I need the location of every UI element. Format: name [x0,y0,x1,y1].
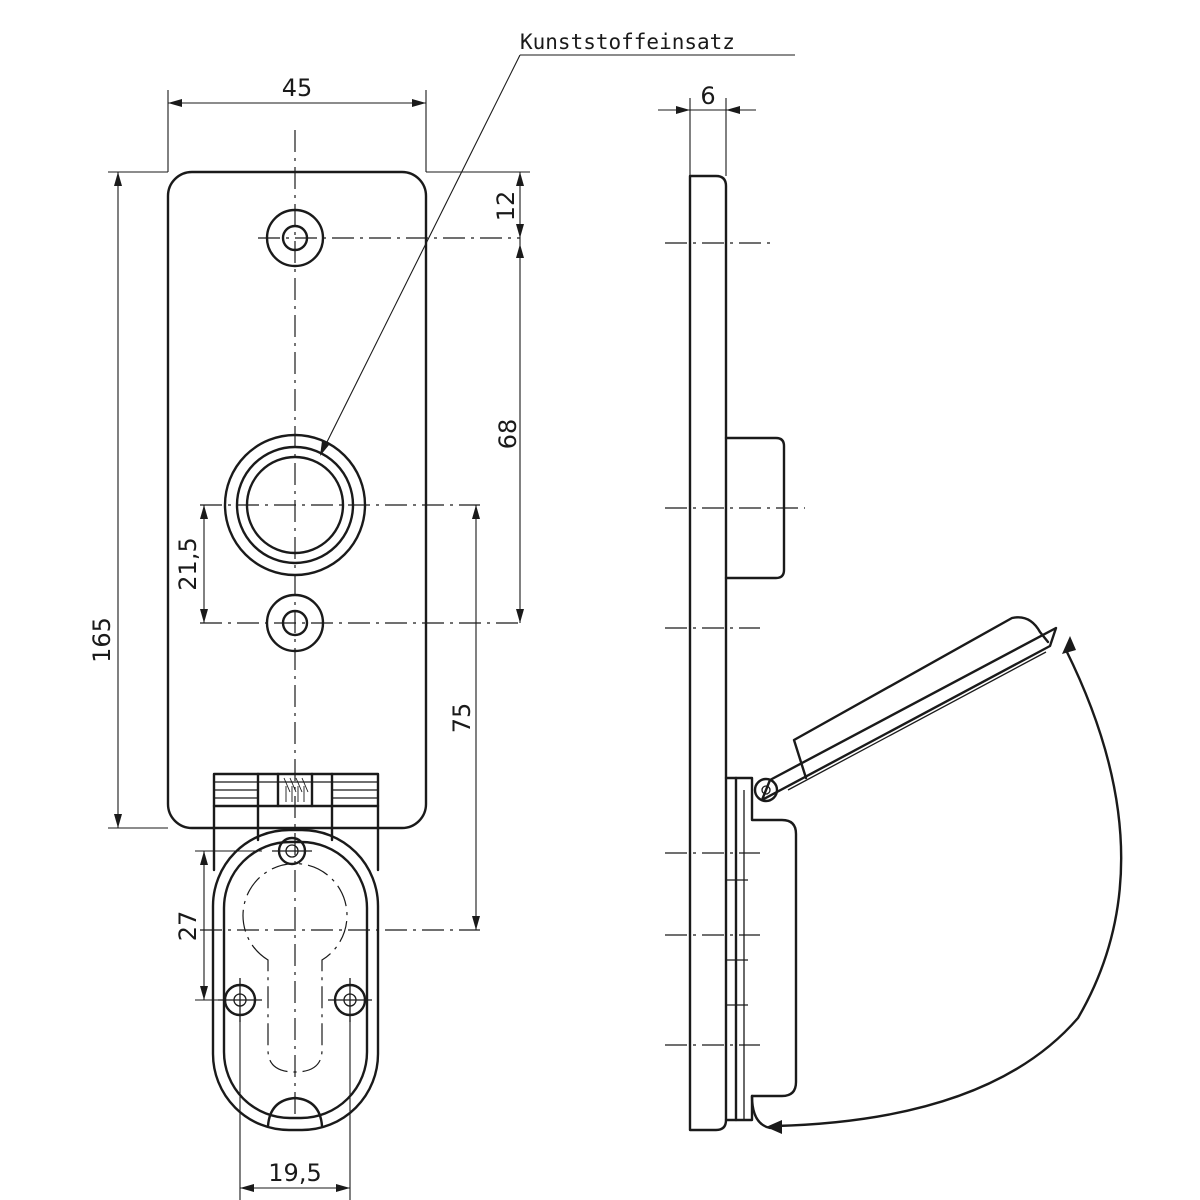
dimension-hole-to-center: 68 [494,238,524,623]
dimension-top-hole: 12 [426,171,530,238]
callout-label: Kunststoffeinsatz [520,30,735,54]
dim-label-thickness: 6 [700,82,715,110]
side-plate [688,174,728,1132]
dim-label-center-to-hole: 21,5 [174,537,202,590]
cover-screw-left [218,978,262,1022]
cylinder-cover [211,828,380,1132]
dimension-center-to-hole: 21,5 [174,505,208,623]
dim-label-hole-to-center: 68 [494,419,522,450]
front-view [166,130,520,1132]
cover-hinge [212,772,380,872]
dim-label-cover-width: 19,5 [268,1159,321,1187]
dim-label-top-hole: 12 [492,191,520,222]
dimension-cylinder: 27 [174,850,262,1001]
side-hinge-pin [753,777,779,803]
side-cover-closed [724,776,798,1122]
cover-screw-right [328,978,372,1022]
dimension-center-to-cylinder: 75 [448,505,480,930]
dimension-height: 165 [88,171,168,829]
side-view: 6 [658,82,1123,1134]
cylinder-cutout [242,863,348,1073]
dimension-cover-width: 19,5 [239,1020,351,1200]
callout-leader: Kunststoffeinsatz [320,30,795,456]
dim-label-center-to-cylinder: 75 [448,703,476,734]
swing-arc [774,648,1123,1128]
dim-label-cylinder: 27 [174,911,202,942]
dim-label-width: 45 [282,74,313,102]
side-cover-open [760,626,1058,802]
dimension-width: 45 [167,74,427,172]
plate-outline [166,170,428,830]
dim-label-height: 165 [88,617,116,663]
